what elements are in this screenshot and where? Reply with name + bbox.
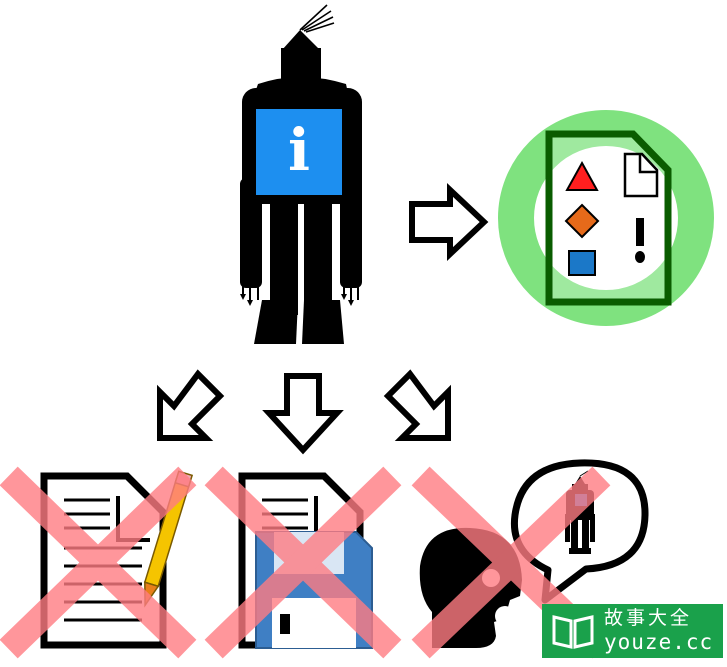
watermark-text: 故事大全 youze.cc	[604, 609, 713, 653]
arrow-down-icon	[262, 373, 344, 455]
arrow-down-left-icon	[157, 369, 225, 441]
watermark-domain: youze.cc	[604, 630, 714, 654]
watermark-chinese: 故事大全	[604, 607, 693, 629]
watermark-logo: 故事大全 youze.cc	[542, 604, 723, 658]
arrow-right-icon	[409, 183, 489, 261]
arrow-down-right-icon	[383, 369, 451, 441]
info-symbol: i	[288, 116, 310, 184]
structured-document-icon	[498, 110, 714, 326]
red-cross-icon	[0, 466, 197, 659]
red-cross-icon	[204, 466, 402, 659]
book-icon	[552, 615, 594, 649]
info-icon: i	[256, 109, 342, 195]
